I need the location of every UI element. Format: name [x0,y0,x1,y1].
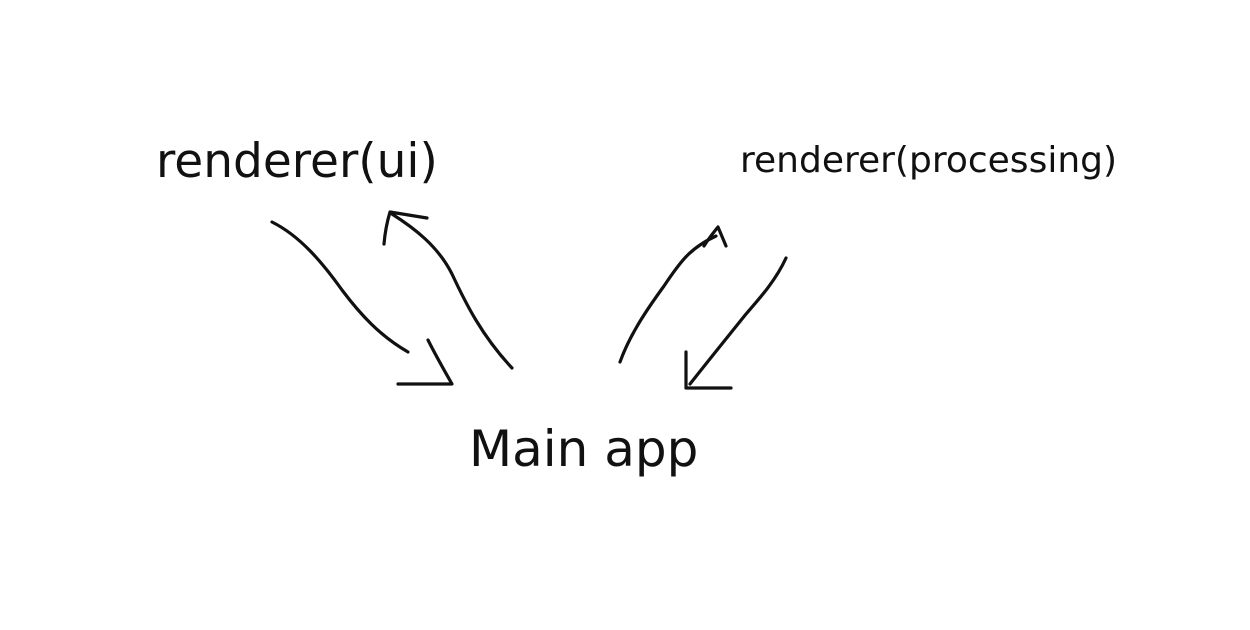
node-renderer-processing-label: renderer(processing) [740,140,1118,181]
node-main-app-label: Main app [469,420,699,478]
arrow-main-app-to-renderer-processing [618,225,728,364]
arrow-main-app-to-renderer-ui [382,210,514,370]
arrow-renderer-ui-to-main-app [270,220,454,386]
arrow-renderer-processing-to-main-app [684,256,788,390]
node-renderer-ui-label: renderer(ui) [156,134,438,189]
